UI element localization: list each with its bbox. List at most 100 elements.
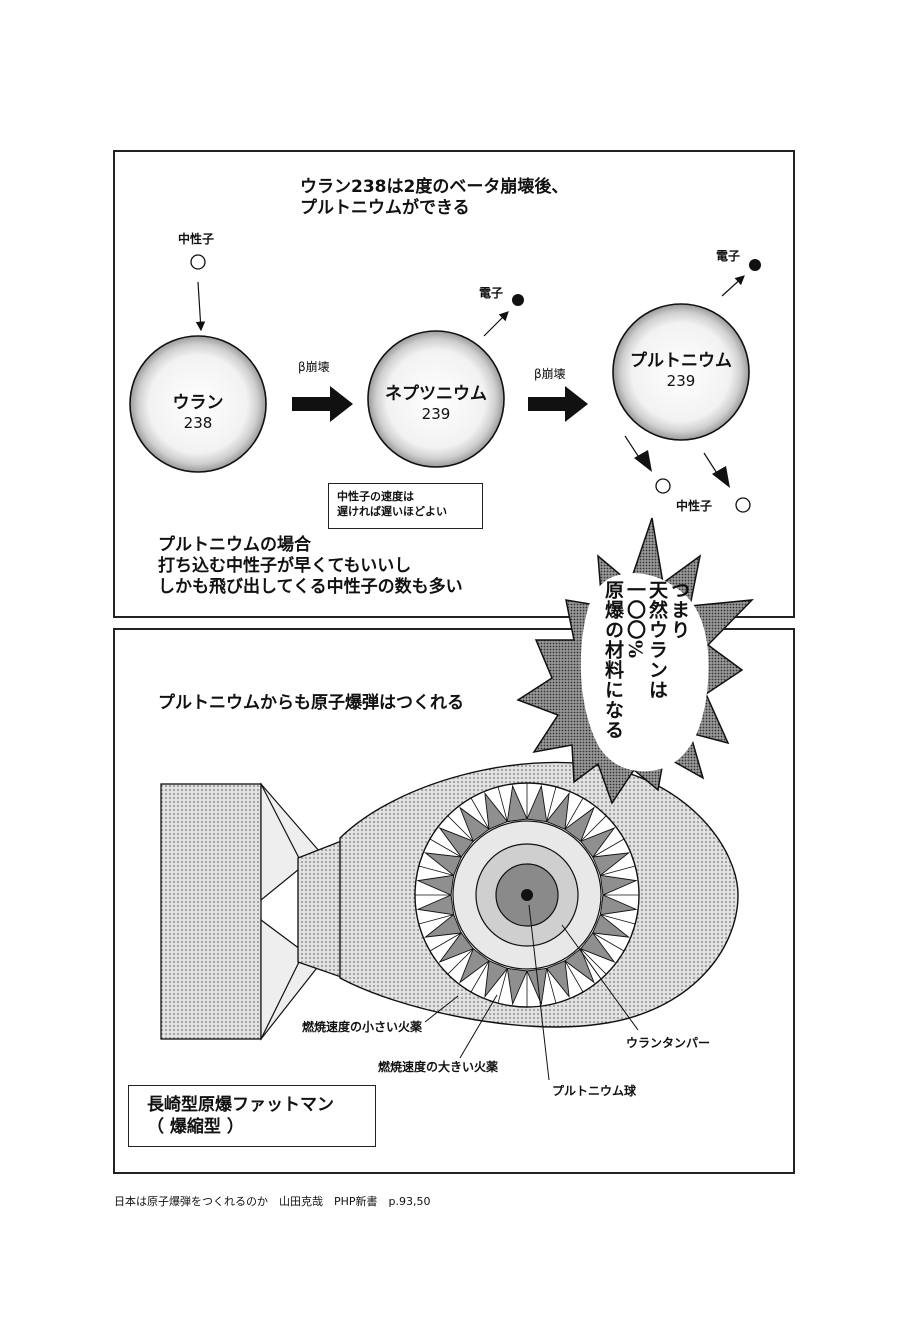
model-title-box: 長崎型原爆ファットマン （ 爆縮型 ） (128, 1085, 376, 1147)
burst-line-4: 原爆の材料になる (602, 580, 624, 740)
lens-divider-line (470, 797, 490, 830)
decay-arrow-2 (528, 386, 588, 422)
lens-divider-line (497, 786, 508, 822)
leader-fast-explosive (459, 994, 498, 1059)
electron-label-2: 電子 (716, 249, 741, 263)
explosive-lens-spikes (415, 783, 639, 1007)
explosive-lens-spike (599, 874, 638, 896)
top-heading-line-1: ウラン238は2度のベータ崩壊後、 (300, 177, 569, 197)
plutonium-number: 239 (666, 372, 696, 390)
explosive-lens-spike (484, 960, 509, 999)
lens-divider-line (546, 786, 557, 822)
lens-divider-line (418, 865, 454, 876)
explosive-lens-spike (459, 948, 490, 984)
lens-divider-line (600, 914, 636, 925)
bomb-tail-box (160, 783, 262, 1040)
leader-plutonium (528, 904, 550, 1081)
explosive-lens-spike (580, 932, 616, 963)
lens-divider-line (564, 960, 584, 993)
lens-divider-line (447, 948, 474, 975)
neutron-out-2 (735, 497, 751, 513)
explosive-lens-spike (526, 784, 548, 823)
electron-label-1: 電子 (479, 286, 504, 300)
speed-note-line-2: 遅ければ遅いほどよい (337, 505, 447, 518)
leader-slow-explosive (424, 995, 459, 1023)
explosive-lens-spike (545, 791, 570, 830)
lens-divider-line (600, 865, 636, 876)
burst-line-3: 一〇〇% (624, 580, 646, 660)
lens-divider-line (592, 838, 625, 858)
beta-decay-label-1: β崩壊 (298, 360, 330, 374)
leader-tamper (561, 924, 639, 1031)
bottom-heading: プルトニウムからも原子爆弾はつくれる (158, 693, 464, 713)
lens-divider-line (418, 914, 454, 925)
explosive-lens-spike (416, 874, 455, 896)
lens-divider-line (497, 968, 508, 1004)
electron-2-arrow (721, 275, 745, 297)
model-title-line-2: （ 爆縮型 ） (147, 1117, 244, 1137)
lens-divider-line (470, 960, 490, 993)
explosive-lens-spike (459, 806, 490, 842)
explosive-lens-spike (545, 960, 570, 999)
label-fast-explosive: 燃焼速度の大きい火薬 (378, 1060, 499, 1074)
plutonium-case-line-3: しかも飛び出してくる中性子の数も多い (158, 577, 463, 597)
neptunium-name: ネプツニウム (385, 384, 487, 404)
explosive-lens-spike (423, 913, 462, 938)
explosive-lens-spike (423, 852, 462, 877)
neutron-out-1 (655, 478, 671, 494)
plutonium-name: プルトニウム (630, 351, 732, 371)
uranium-name: ウラン (172, 393, 224, 413)
lens-divider-line (429, 838, 462, 858)
explosive-lens-spike (506, 784, 528, 823)
explosive-lens-spike (564, 806, 595, 842)
neutron-out-head-2 (712, 466, 730, 488)
explosive-lens-spike (564, 948, 595, 984)
neutron-out-label: 中性子 (676, 499, 713, 513)
explosive-lens-spike (438, 932, 474, 963)
top-heading-line-2: プルトニウムができる (300, 198, 470, 218)
neptunium-atom (367, 330, 505, 468)
lens-divider-line (580, 815, 607, 842)
electron-2 (749, 259, 761, 271)
explosive-lens-spike (592, 913, 631, 938)
burst-line-2: 天然ウランは (646, 580, 668, 700)
neutron-out-head-1 (634, 450, 652, 472)
plutonium-case-line-1: プルトニウムの場合 (158, 535, 311, 555)
electron-1-arrow (483, 311, 509, 337)
speed-note-line-1: 中性子の速度は (337, 490, 414, 503)
uranium-label: ウラン 238 (148, 393, 248, 433)
neutron-incoming (190, 254, 206, 270)
label-slow-explosive: 燃焼速度の小さい火薬 (302, 1020, 423, 1034)
uranium-number: 238 (183, 414, 213, 432)
explosive-lens-spike (438, 827, 474, 858)
uranium-atom (129, 335, 267, 473)
source-footer: 日本は原子爆弾をつくれるのか 山田克哉 PHP新書 p.93,50 (114, 1195, 431, 1208)
lens-divider-line (580, 948, 607, 975)
lens-divider-line (429, 932, 462, 952)
speed-note: 中性子の速度は 遅ければ遅いほどよい (328, 483, 483, 529)
lens-divider-line (546, 968, 557, 1004)
explosive-lens-spike (506, 967, 528, 1006)
explosive-lens-spike (599, 894, 638, 916)
top-heading: ウラン238は2度のベータ崩壊後、 プルトニウムができる (300, 177, 568, 219)
label-plutonium-sphere: プルトニウム球 (552, 1084, 637, 1098)
label-uranium-tamper: ウランタンパー (626, 1036, 711, 1050)
explosive-lens-spike (416, 894, 455, 916)
plutonium-case-text: プルトニウムの場合 打ち込む中性子が早くてもいいし しかも飛び出してくる中性子の… (158, 535, 463, 598)
neptunium-number: 239 (421, 405, 451, 423)
electron-1 (512, 294, 524, 306)
burst-line-1: つまり (668, 580, 690, 640)
plutonium-atom (612, 303, 750, 441)
lens-divider-line (592, 932, 625, 952)
lens-divider-line (564, 797, 584, 830)
decay-arrow-1 (292, 386, 353, 422)
initiator-dot (521, 889, 533, 901)
burst-text: つまり 天然ウランは 一〇〇% 原爆の材料になる (602, 580, 690, 770)
explosive-lens-spike (592, 852, 631, 877)
beta-decay-label-2: β崩壊 (534, 367, 566, 381)
bomb-tail-strut (260, 783, 301, 1040)
explosive-lens-spike (580, 827, 616, 858)
neutron-label: 中性子 (178, 232, 215, 246)
